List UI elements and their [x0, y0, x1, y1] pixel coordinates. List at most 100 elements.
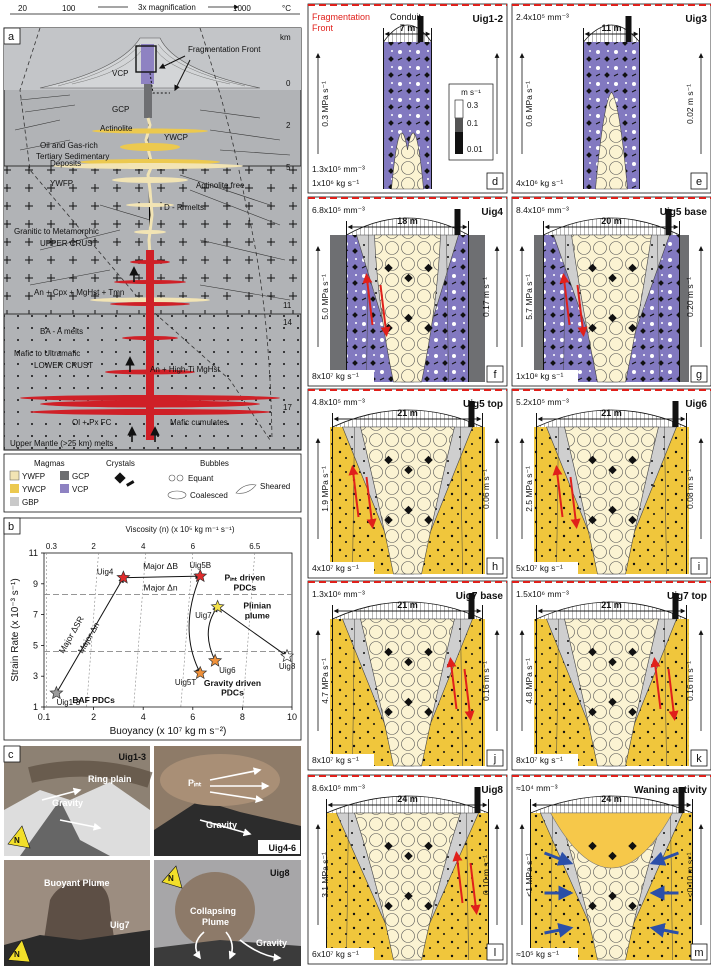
label-ol-px: Ol + Px FC — [72, 418, 112, 427]
x-tick-label: 4 — [141, 712, 146, 722]
tile-uig8-label-2: Plume — [202, 917, 229, 927]
wall-zone — [679, 235, 689, 382]
decompression-rate: 5.0 MPa s⁻¹ — [320, 274, 330, 320]
panel-title: Uig5 base — [660, 207, 708, 218]
mass-eruption-rate: 6x10⁷ kg s⁻¹ — [312, 949, 359, 959]
crystal-icon — [424, 263, 433, 273]
label-bg — [514, 177, 578, 189]
wall-zone — [534, 427, 537, 574]
top-tick-label: 6 — [191, 542, 196, 551]
crystal-icon — [608, 697, 617, 707]
tile-uig8-title: Uig8 — [270, 868, 290, 878]
temp-tick-1000: 1000 — [233, 4, 251, 13]
panel-letter: f — [493, 369, 497, 381]
annotation-pint_driven: Pᵢₙₜ driven — [225, 573, 266, 583]
ascent-velocity: 0.16 m s⁻¹ — [481, 661, 491, 701]
shear-arrow — [559, 273, 571, 326]
legend-crystals-title: Crystals — [106, 459, 135, 468]
crystal-icon — [404, 313, 413, 323]
shear-band — [556, 426, 667, 575]
annotation-major_db: Major ΔB — [143, 561, 178, 571]
depth-14: 14 — [283, 318, 292, 327]
velocity-profile — [332, 601, 483, 620]
crystal-icon — [384, 841, 393, 851]
x-tick-label: 10 — [287, 712, 297, 722]
crystal-icon — [404, 891, 413, 901]
crystal-icon — [588, 841, 597, 851]
crystal-icon — [424, 515, 433, 525]
crystal-icon — [384, 263, 393, 273]
shear-band — [352, 426, 463, 575]
velocity-bar — [417, 16, 424, 42]
panel-letter: i — [698, 561, 700, 573]
panel-letter: e — [696, 176, 702, 188]
decompression-rate: <1 MPa s⁻¹ — [524, 853, 534, 897]
decompression-rate: 2.5 MPa s⁻¹ — [524, 466, 534, 512]
data-point-uig6 — [208, 653, 223, 667]
wall-zone — [330, 427, 333, 574]
crystal-icon — [384, 901, 393, 911]
bubble-core — [595, 91, 628, 190]
label-bg — [514, 562, 578, 574]
label-sed3: Deposits — [50, 159, 81, 168]
letter-box — [486, 557, 504, 575]
bubble-density: 8.4x10⁵ mm⁻³ — [516, 205, 569, 215]
decompression-rate: 4.7 MPa s⁻¹ — [320, 658, 330, 704]
label-bg — [310, 562, 374, 574]
north-arrow-icon: N — [161, 865, 183, 889]
velocity-profile — [536, 409, 687, 428]
x-tick-label: 2 — [91, 712, 96, 722]
panel-title: Waning activity — [634, 785, 707, 796]
depth-11: 11 — [283, 301, 292, 310]
crystal-icon — [424, 647, 433, 657]
tile-uig4-6: Pᵢₙₜ Gravity Uig4-6 — [154, 746, 301, 856]
velocity-bar — [672, 401, 679, 427]
shear-arrow — [452, 851, 464, 904]
point-label: Uig1-3 — [57, 698, 81, 707]
decompression-rate: 3.1 MPa s⁻¹ — [320, 852, 330, 898]
bubble-density: 1.3x10⁶ mm⁻³ — [312, 589, 365, 599]
legend-gbp: GBP — [22, 498, 39, 507]
shear-arrow — [667, 668, 679, 721]
wall-zone — [330, 619, 333, 766]
shear-arrow — [569, 476, 581, 529]
temp-tick-unit: °C — [282, 4, 291, 13]
velocity-legend-value: 0.01 — [467, 145, 483, 154]
depth-scale: km 0 2 5 11 14 17 — [280, 33, 292, 412]
north-label: N — [168, 874, 174, 883]
panel-title: Uig3 — [685, 14, 707, 25]
panel-a: 20 100 1000 °C 3x magnification — [3, 3, 302, 451]
crystal-icon — [384, 455, 393, 465]
conduit-wall — [536, 413, 687, 574]
annotation-plinian: Plinian — [243, 600, 271, 610]
bubble-core — [564, 426, 659, 575]
mass-eruption-rate: 1x10⁸ kg s⁻¹ — [516, 371, 563, 381]
fragmentation-label: Front — [312, 23, 334, 33]
panel-letter: m — [694, 947, 703, 959]
panel-letter: k — [696, 753, 702, 765]
crystal-icon — [588, 263, 597, 273]
conduit-width: 21 m — [397, 408, 418, 418]
letter-box — [690, 365, 708, 383]
mass-eruption-rate: 8x10⁷ kg s⁻¹ — [312, 371, 359, 381]
crystal-icon — [424, 323, 433, 333]
y-tick-label: 1 — [33, 702, 38, 712]
label-upper-crust-1: Granitic to Metamorphic — [14, 227, 99, 236]
shear-arrow — [379, 284, 391, 337]
depth-17: 17 — [283, 403, 292, 412]
y-tick-label: 7 — [33, 610, 38, 620]
mass-eruption-rate: 8x10⁷ kg s⁻¹ — [312, 755, 359, 765]
bubble-density: 6.8x10⁵ mm⁻³ — [312, 205, 365, 215]
bubble-core — [354, 812, 461, 961]
shear-band — [550, 812, 673, 961]
point-label: Uig5T — [175, 678, 196, 687]
panel-c-letter: c — [8, 749, 14, 761]
